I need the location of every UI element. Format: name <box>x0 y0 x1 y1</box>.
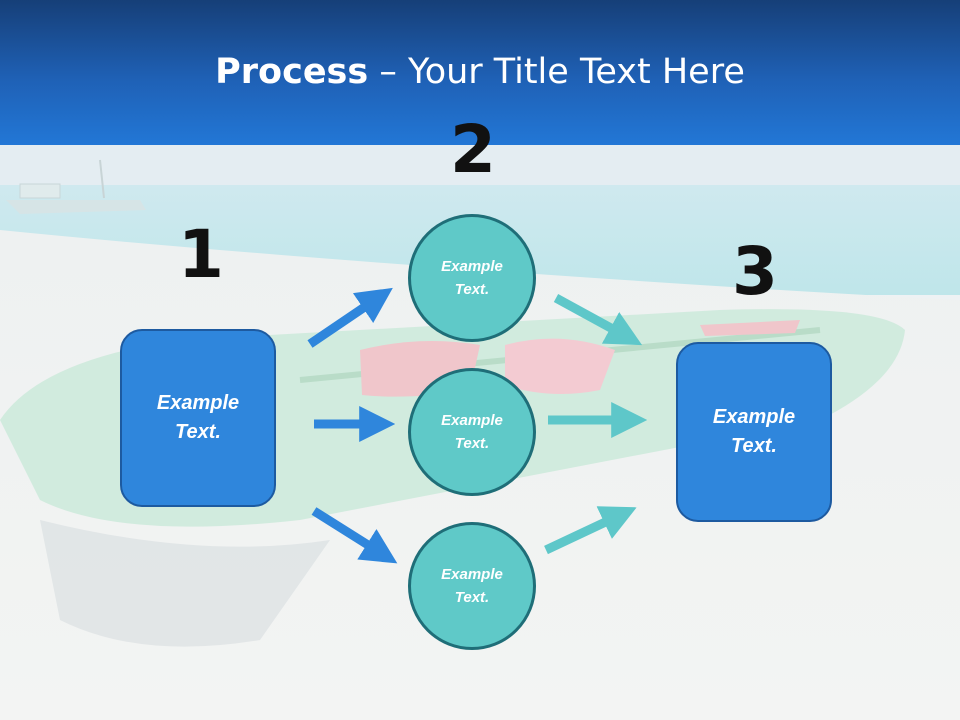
step-3-number: 3 <box>732 233 778 310</box>
step-2-number: 2 <box>450 111 496 188</box>
step-2-circle-bottom: Example Text. <box>408 522 536 650</box>
step-2-circle-middle: Example Text. <box>408 368 536 496</box>
title-bar <box>0 0 960 145</box>
arrow-circle-bottom-to-box3 <box>544 506 637 555</box>
step-3-box: Example Text. <box>676 342 832 522</box>
step-1-text: Example Text. <box>156 392 240 443</box>
step-2-circle-top: Example Text. <box>408 214 536 342</box>
slide-title: Process – Your Title Text Here <box>0 52 960 92</box>
arrow-box1-to-circle-top <box>307 287 393 348</box>
step-2-circle-text: Example Text. <box>441 412 503 452</box>
step-1-number: 1 <box>178 216 224 293</box>
arrow-circle-top-to-box3 <box>553 294 643 346</box>
step-1-box: Example Text. <box>120 329 276 507</box>
step-2-circle-text: Example Text. <box>441 258 503 298</box>
arrow-box1-to-circle-bottom <box>311 507 398 564</box>
step-2-circle-text: Example Text. <box>441 566 503 606</box>
title-bold: Process <box>215 52 369 92</box>
step-3-text: Example Text. <box>712 406 796 457</box>
title-rest: – Your Title Text Here <box>368 52 745 92</box>
